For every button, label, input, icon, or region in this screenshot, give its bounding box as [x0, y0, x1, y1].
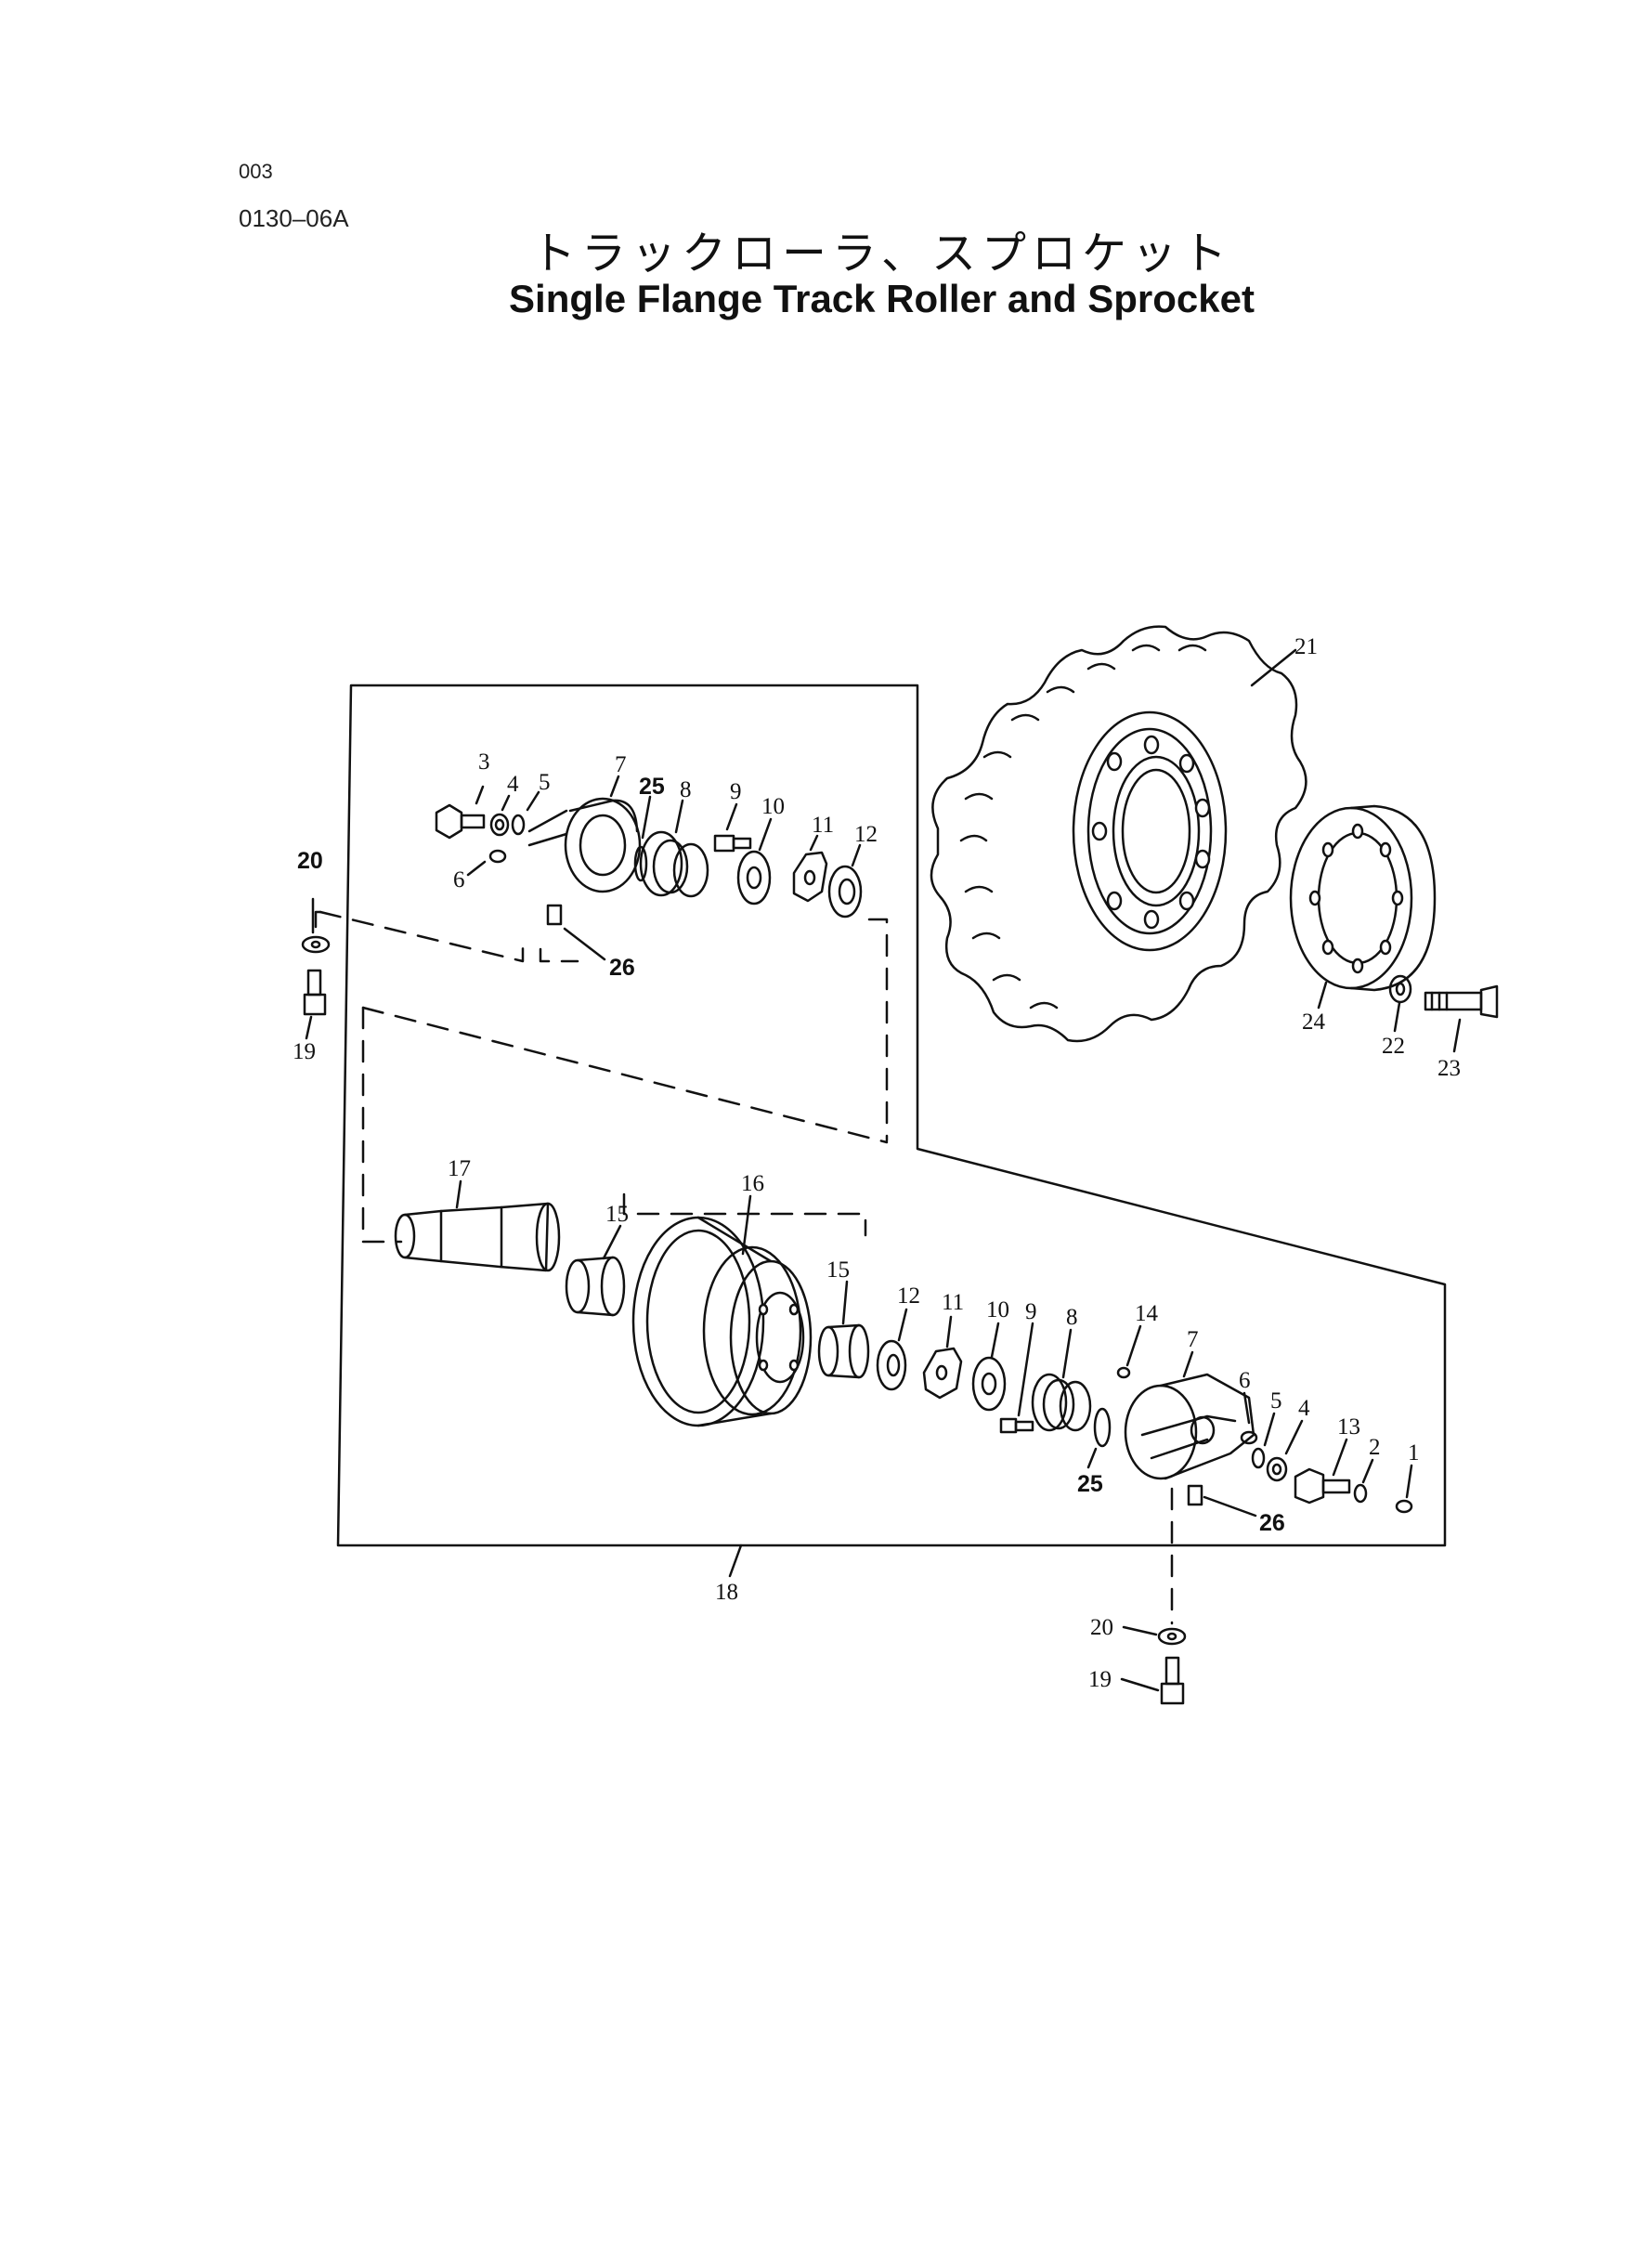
title-japanese: トラックローラ、スプロケット — [530, 228, 1233, 280]
callout-21: 21 — [1294, 634, 1318, 659]
callout-1: 1 — [1408, 1440, 1420, 1466]
callout-10: 10 — [761, 794, 785, 819]
callout-10: 10 — [986, 1297, 1009, 1322]
callout-26: 26 — [1259, 1510, 1285, 1536]
callout-7: 7 — [1187, 1327, 1199, 1352]
callout-4: 4 — [1298, 1396, 1310, 1421]
callout-3: 3 — [478, 749, 490, 775]
callout-13: 13 — [1337, 1414, 1360, 1440]
callout-11: 11 — [812, 813, 834, 838]
callout-11: 11 — [942, 1290, 964, 1315]
callout-26: 26 — [609, 955, 635, 981]
callout-12: 12 — [854, 822, 878, 847]
assembly-dashed-lines — [319, 910, 1174, 1625]
callout-5: 5 — [1270, 1388, 1282, 1414]
callout-4: 4 — [507, 772, 519, 797]
callout-15: 15 — [826, 1257, 850, 1283]
leader-18 — [728, 1544, 743, 1578]
sprocket — [930, 625, 1307, 1043]
lower-fasteners — [1120, 1625, 1187, 1705]
page-number: 003 — [239, 160, 273, 183]
callout-labels: 3 4 5 7 25 8 9 10 11 12 6 26 20 19 21 24… — [293, 634, 1461, 1692]
upper-parts — [435, 775, 863, 961]
callout-18: 18 — [715, 1580, 738, 1605]
callout-25: 25 — [639, 774, 665, 800]
callout-9: 9 — [730, 779, 742, 804]
washer-22 — [1388, 974, 1412, 1033]
callout-22: 22 — [1382, 1034, 1405, 1059]
callout-25: 25 — [1077, 1471, 1103, 1497]
assembly-boundary-18 — [336, 684, 1447, 1547]
callout-19: 19 — [293, 1039, 316, 1064]
callout-5: 5 — [539, 770, 551, 795]
callout-17: 17 — [448, 1156, 471, 1181]
callout-14: 14 — [1135, 1301, 1159, 1326]
callout-8: 8 — [680, 777, 692, 802]
callout-23: 23 — [1437, 1056, 1461, 1081]
callout-16: 16 — [741, 1171, 764, 1196]
callout-9: 9 — [1025, 1299, 1037, 1324]
lower-parts — [394, 1179, 1413, 1518]
callout-2: 2 — [1369, 1435, 1381, 1460]
callout-6: 6 — [453, 867, 465, 892]
callout-12: 12 — [897, 1283, 920, 1309]
upper-left-fasteners — [301, 897, 331, 1040]
bolt-23 — [1424, 984, 1499, 1053]
figure-number: 0130–06A — [239, 204, 349, 232]
callout-19: 19 — [1088, 1667, 1112, 1692]
callout-24: 24 — [1302, 1010, 1326, 1035]
title-english: Single Flange Track Roller and Sprocket — [509, 277, 1255, 320]
callout-6: 6 — [1239, 1368, 1251, 1393]
callout-15: 15 — [605, 1202, 629, 1227]
callout-20: 20 — [297, 848, 323, 874]
sprocket-hub — [1289, 804, 1437, 1010]
callout-8: 8 — [1066, 1305, 1078, 1330]
callout-7: 7 — [615, 752, 627, 777]
callout-20: 20 — [1090, 1615, 1113, 1640]
